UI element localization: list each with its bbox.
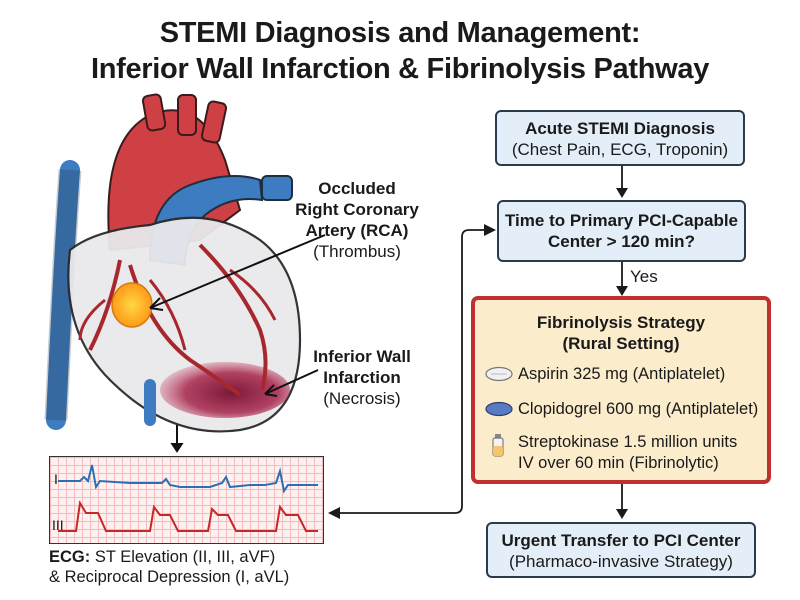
ecg-lead-iii-label: III <box>52 517 64 533</box>
ecg-lead-iii-trace <box>58 500 318 532</box>
occluded-label-line3: Artery (RCA) <box>305 221 409 240</box>
ecg-caption-line1: ST Elevation (II, III, aVF) <box>94 548 276 566</box>
occluded-label-line1: Occluded <box>318 179 396 198</box>
inferior-label-sub: (Necrosis) <box>323 389 401 408</box>
arrow-to-thrombus <box>149 234 326 309</box>
ecg-strip: I III <box>49 456 324 544</box>
ecg-caption: ECG: ST Elevation (II, III, aVF) & Recip… <box>49 547 349 587</box>
fib-title: Fibrinolysis Strategy <box>536 313 706 332</box>
yes-label: Yes <box>630 267 658 286</box>
med-clopidogrel: Clopidogrel 600 mg (Antiplatelet) <box>518 400 759 418</box>
arrow-to-infarct <box>264 369 319 395</box>
ecg-caption-bold: ECG: <box>49 548 91 566</box>
ecg-caption-line2: & Reciprocal Depression (I, aVL) <box>49 568 290 586</box>
transfer-box: Urgent Transfer to PCI Center (Pharmaco-… <box>486 522 756 578</box>
occluded-label-sub: (Thrombus) <box>313 242 401 261</box>
transfer-title: Urgent Transfer to PCI Center <box>501 531 741 550</box>
ecg-lead-i-trace <box>58 464 318 494</box>
inferior-label-line2: Infarction <box>323 368 401 387</box>
occluded-label-line2: Right Coronary <box>295 200 419 219</box>
inferior-label-line1: Inferior Wall <box>313 347 411 366</box>
time-line2: Center > 120 min? <box>548 232 695 251</box>
diagnosis-title: Acute STEMI Diagnosis <box>525 119 715 138</box>
med-streptokinase-line2: IV over 60 min (Fibrinolytic) <box>518 454 719 472</box>
med-aspirin: Aspirin 325 mg (Antiplatelet) <box>518 365 726 383</box>
diagnosis-sub: (Chest Pain, ECG, Troponin) <box>511 140 729 159</box>
infarct-region <box>160 362 290 418</box>
vena-cava-left <box>46 160 80 430</box>
page-title-line1: STEMI Diagnosis and Management: <box>159 17 641 49</box>
pill-blue-icon <box>485 401 513 417</box>
vial-icon <box>492 434 504 457</box>
inferior-wall-label: Inferior Wall Infarction (Necrosis) <box>292 346 432 409</box>
med-streptokinase-line1: Streptokinase 1.5 million units <box>518 433 738 451</box>
time-to-pci-box: Time to Primary PCI-Capable Center > 120… <box>497 200 746 262</box>
fib-sub: (Rural Setting) <box>562 334 680 353</box>
fibrinolysis-strategy-box: Fibrinolysis Strategy (Rural Setting) As… <box>471 296 771 484</box>
ecg-lead-i-label: I <box>54 471 58 487</box>
diagnosis-box: Acute STEMI Diagnosis (Chest Pain, ECG, … <box>495 110 745 166</box>
transfer-sub: (Pharmaco-invasive Strategy) <box>509 552 733 571</box>
time-line1: Time to Primary PCI-Capable <box>504 211 739 230</box>
pill-white-icon <box>485 366 513 382</box>
page-title-line2: Inferior Wall Infarction & Fibrinolysis … <box>90 53 710 85</box>
occluded-rca-label: Occluded Right Coronary Artery (RCA) (Th… <box>282 178 432 262</box>
